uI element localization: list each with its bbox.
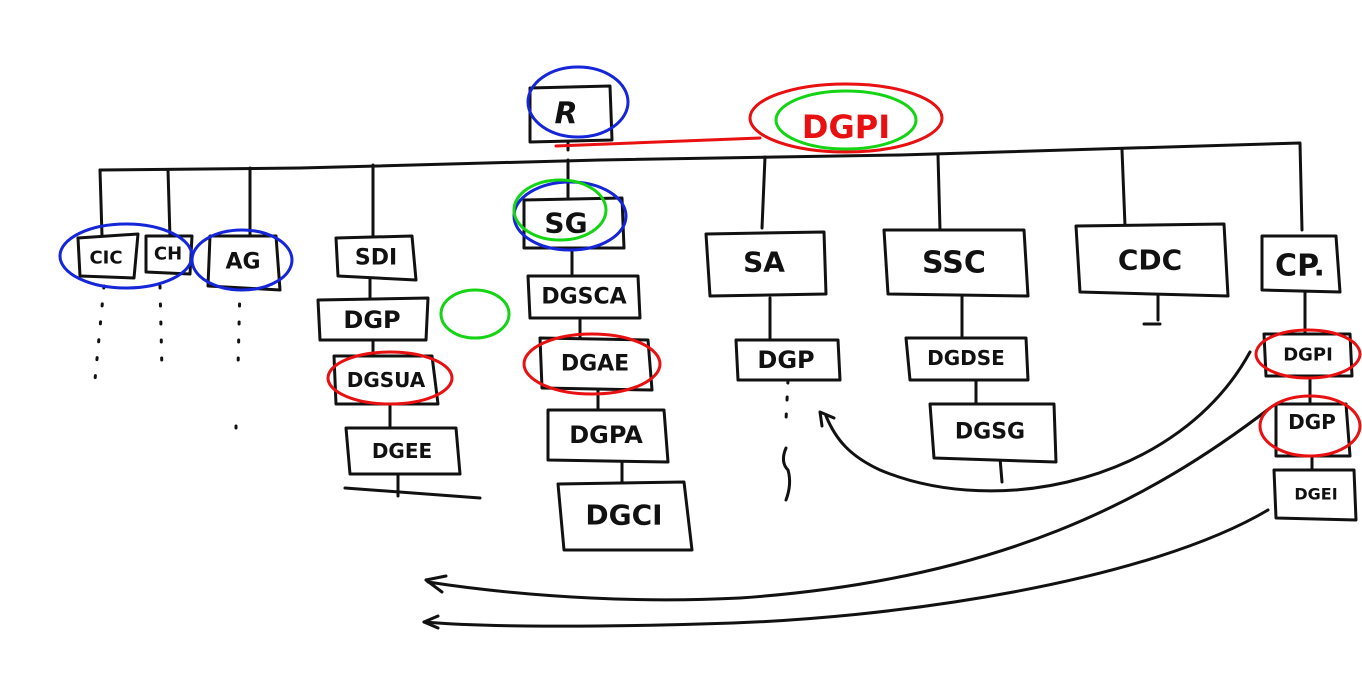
green-circle-empty [439, 288, 511, 340]
continuation-dots [92, 284, 792, 502]
node-box-cp [1260, 234, 1342, 294]
node-box-cp-dgei [1272, 468, 1358, 522]
label-sdi-dgsua: DGSUA [347, 368, 426, 392]
node-box-sg-dgpa [546, 408, 670, 464]
label-sg-dgsca: DGSCA [541, 285, 626, 310]
node-box-ssc [882, 228, 1030, 298]
highlight-marks [58, 65, 1362, 458]
node-labels: R DGPI CIC CH AG SDI DGP DGSUA DGEE SG D… [89, 97, 1337, 532]
label-cp-dgpi: DGPI [1283, 345, 1333, 366]
label-sg-dgpa: DGPA [569, 421, 643, 449]
node-box-sg-dgci [556, 480, 694, 552]
node-box-sa [704, 230, 828, 298]
label-cic: CIC [89, 248, 122, 269]
arrow-connectors [422, 350, 1272, 630]
node-box-sdi-dgsua [332, 354, 440, 406]
node-box-cdc [1074, 222, 1230, 298]
node-box-ssc-dgsg [928, 402, 1058, 464]
node-box-sdi-dgp [316, 296, 430, 342]
node-box-sg-dgsca [526, 274, 642, 320]
tree-connectors [98, 138, 1314, 500]
node-box-sdi-dgee [344, 426, 462, 476]
label-sa-dgp: DGP [757, 346, 814, 374]
label-root: R [554, 97, 577, 132]
label-ssc-dgdse: DGDSE [927, 346, 1005, 370]
label-cp-dgei: DGEI [1294, 485, 1337, 504]
red-circle-cp-dgp [1258, 394, 1362, 458]
node-boxes [76, 84, 1358, 552]
label-sdi-dgp: DGP [343, 306, 400, 334]
node-box-sdi [334, 234, 418, 282]
label-ssc-dgsg: DGSG [955, 420, 1025, 445]
node-box-cp-dgp [1274, 402, 1352, 458]
label-sg: SG [544, 207, 587, 240]
label-sg-dgae: DGAE [561, 352, 629, 377]
label-cdc: CDC [1118, 244, 1182, 277]
red-circle-cp-dgpi [1254, 328, 1362, 380]
label-ag: AG [225, 250, 260, 275]
label-cp-dgp: DGP [1288, 410, 1336, 434]
node-box-ssc-dgdse [904, 336, 1030, 382]
node-box-sg-dgae [538, 336, 654, 392]
node-box-cp-dgpi [1262, 332, 1354, 378]
blue-circle-root [526, 65, 630, 139]
red-circle-dgpi-top [748, 82, 944, 154]
node-box-root [528, 84, 614, 144]
green-circle-sg [512, 178, 608, 242]
label-ssc: SSC [922, 246, 986, 281]
label-sa: SA [743, 246, 785, 279]
red-circle-dgsua [326, 350, 454, 406]
label-cp: CP. [1275, 249, 1325, 284]
node-box-sg [522, 196, 626, 250]
label-ch: CH [154, 244, 182, 265]
red-dgpi-link [554, 136, 762, 148]
node-box-ag [206, 234, 282, 292]
label-sdi-dgee: DGEE [372, 439, 432, 463]
node-box-cic [76, 232, 140, 280]
label-sdi: SDI [355, 246, 397, 271]
blue-circle-ag [190, 228, 294, 292]
label-sg-dgci: DGCI [585, 499, 662, 532]
node-box-sa-dgp [734, 338, 842, 382]
red-circle-dgae [522, 332, 662, 396]
green-circle-dgpi [774, 89, 918, 151]
label-dgpi-top: DGPI [802, 108, 890, 146]
